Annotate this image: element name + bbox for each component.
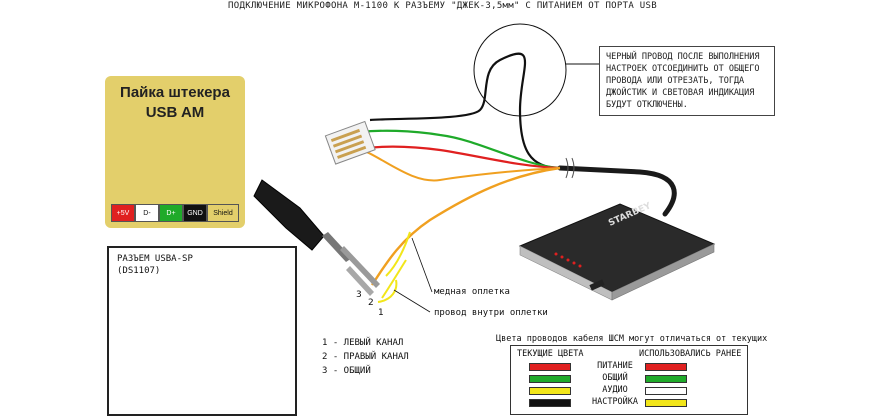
note-line: ДЖОЙСТИК И СВЕТОВАЯ ИНДИКАЦИЯ bbox=[606, 88, 755, 98]
usba-sp-title: РАЗЪЕМ USBA-SP bbox=[117, 254, 193, 264]
wire-colors-note: Цвета проводов кабеля ШСМ могут отличать… bbox=[496, 334, 768, 344]
previous-color-swatch bbox=[645, 399, 687, 407]
inner-wire-label: провод внутри оплетки bbox=[434, 308, 548, 318]
microphone-device: STARBEY bbox=[518, 201, 716, 301]
inner-wire-pointer bbox=[393, 289, 431, 313]
note-line: БУДУТ ОТКЛЮЧЕНЫ. bbox=[606, 100, 688, 110]
previous-color-swatch bbox=[645, 387, 687, 395]
jack-3-5-connector bbox=[253, 179, 380, 296]
channel-legend-common: 3 - ОБЩИЙ bbox=[322, 366, 371, 376]
color-table-header-previous: ИСПОЛЬЗОВАЛИСЬ РАНЕЕ bbox=[639, 349, 742, 359]
orange-wire bbox=[370, 166, 561, 286]
copper-braid-label: медная оплетка bbox=[434, 287, 510, 297]
previous-color-swatch bbox=[645, 375, 687, 383]
wire-color-table: ТЕКУЩИЕ ЦВЕТА ИСПОЛЬЗОВАЛИСЬ РАНЕЕ ПИТАН… bbox=[510, 345, 748, 415]
usb-am-title-line2: USB AM bbox=[145, 104, 205, 121]
cable-break-mark bbox=[565, 157, 575, 179]
current-color-swatch bbox=[529, 375, 571, 383]
current-color-swatch bbox=[529, 363, 571, 371]
diagram-title: ПОДКЛЮЧЕНИЕ МИКРОФОНА M-1100 К РАЗЪЕМУ "… bbox=[228, 1, 657, 11]
usb-pin-1: D- bbox=[135, 204, 159, 222]
color-row-label: НАСТРОЙКА bbox=[591, 397, 639, 407]
yellow-wire-3 bbox=[377, 279, 398, 303]
color-table-header-current: ТЕКУЩИЕ ЦВЕТА bbox=[517, 349, 584, 359]
current-color-swatch bbox=[529, 399, 571, 407]
usb-am-title-line1: Пайка штекера bbox=[120, 84, 230, 101]
black-wire-note: ЧЕРНЫЙ ПРОВОД ПОСЛЕ ВЫПОЛНЕНИЯ НАСТРОЕК О… bbox=[599, 46, 775, 116]
yellow-wire-2 bbox=[381, 259, 407, 299]
main-cable bbox=[557, 165, 677, 217]
green-wire bbox=[359, 129, 561, 170]
note-line: ЧЕРНЫЙ ПРОВОД ПОСЛЕ ВЫПОЛНЕНИЯ bbox=[606, 52, 760, 62]
current-color-swatch bbox=[529, 387, 571, 395]
jack-contact-3: 3 bbox=[356, 290, 362, 300]
led-indicator-row bbox=[554, 252, 582, 268]
usb-pin-4: Shield bbox=[207, 204, 239, 222]
usb-pin-0: +5V bbox=[111, 204, 135, 222]
note-line: НАСТРОЕК ОТСОЕДИНИТЬ ОТ ОБЩЕГО bbox=[606, 64, 760, 74]
black-wire bbox=[369, 52, 561, 170]
jack-contact-2: 2 bbox=[368, 298, 374, 308]
color-row-label: АУДИО bbox=[602, 385, 628, 395]
color-row-label: ПИТАНИЕ bbox=[597, 361, 633, 371]
channel-legend-right: 2 - ПРАВЫЙ КАНАЛ bbox=[322, 352, 409, 362]
usba-sp-connector-box: РАЗЪЕМ USBA-SP (DS1107) bbox=[107, 246, 297, 416]
copper-braid-pointer bbox=[411, 237, 433, 293]
yellow-wire-1 bbox=[385, 231, 411, 277]
note-line: ПРОВОДА ИЛИ ОТРЕЗАТЬ, ТОГДА bbox=[606, 76, 745, 86]
usb-plug-wired bbox=[324, 120, 376, 165]
jack-contact-1: 1 bbox=[378, 308, 384, 318]
usba-sp-model: (DS1107) bbox=[117, 266, 161, 276]
red-wire bbox=[365, 145, 561, 170]
usb-pin-3: GND bbox=[183, 204, 207, 222]
channel-legend-left: 1 - ЛЕВЫЙ КАНАЛ bbox=[322, 338, 404, 348]
color-row-label: ОБЩИЙ bbox=[602, 373, 628, 383]
usb-pin-2: D+ bbox=[159, 204, 183, 222]
usb-am-soldering-card: Пайка штекера USB AM bbox=[105, 76, 245, 228]
previous-color-swatch bbox=[645, 363, 687, 371]
